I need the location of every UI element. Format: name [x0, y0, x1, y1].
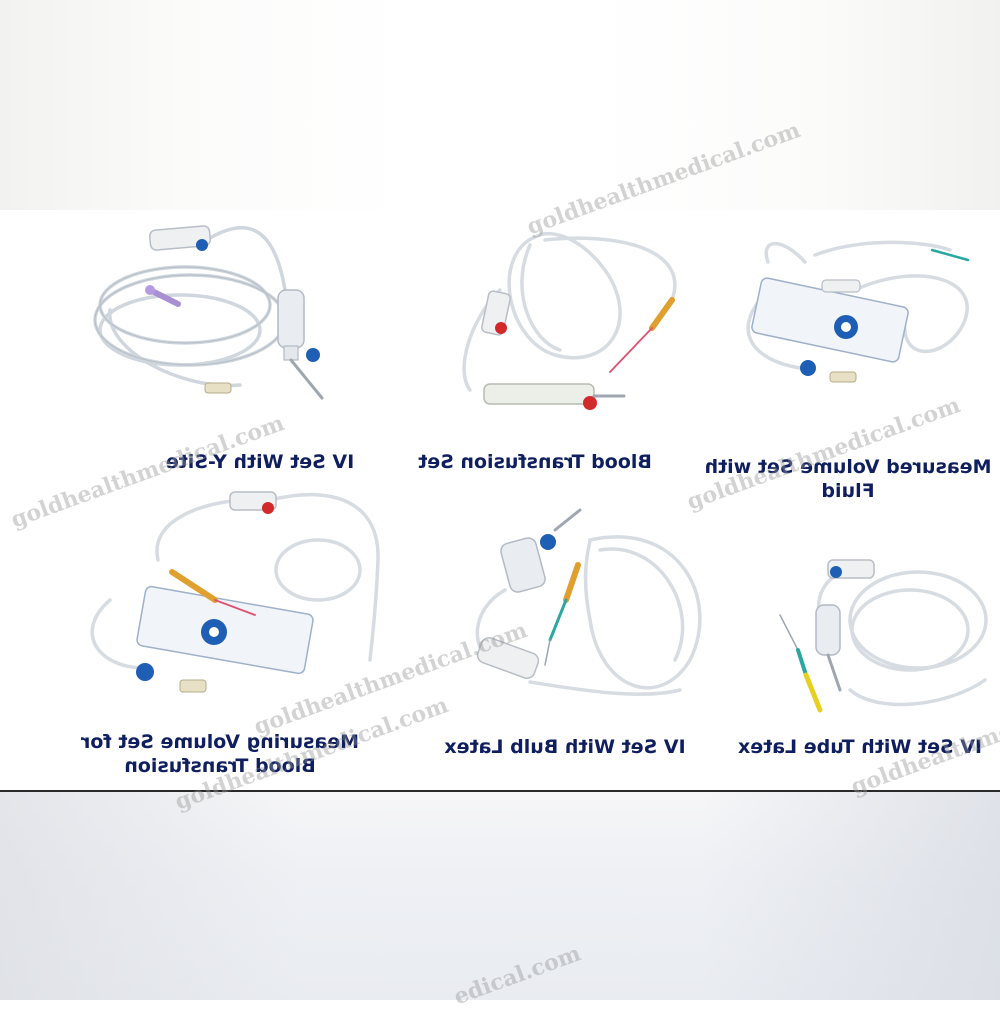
product-blood-transfusion-set — [462, 231, 677, 410]
bottom-background — [0, 792, 1000, 1000]
clamp-wheel-icon — [196, 239, 208, 251]
roller-clamp-icon — [476, 637, 540, 679]
product-iv-set-bulb-latex — [475, 508, 702, 696]
roller-clamp-icon — [148, 225, 212, 251]
product-iv-set-y-site — [93, 225, 324, 400]
caption-blood-transfusion-set: Blood Transfusion Set — [418, 451, 652, 473]
burette-chamber-icon — [751, 277, 909, 363]
product-iv-set-tube-latex — [779, 559, 988, 713]
drip-chamber-icon — [815, 604, 841, 656]
drip-chamber-icon — [500, 537, 546, 593]
top-background — [0, 0, 1000, 210]
filter-chamber-icon — [483, 383, 595, 405]
caption-iv-set-bulb-latex: IV Set With Bulb Latex — [444, 736, 686, 758]
product-measured-volume-set — [746, 240, 970, 383]
drip-chamber-icon — [277, 289, 305, 349]
product-measuring-volume-set-blood — [90, 491, 380, 693]
panel-divider-line — [0, 790, 1000, 792]
